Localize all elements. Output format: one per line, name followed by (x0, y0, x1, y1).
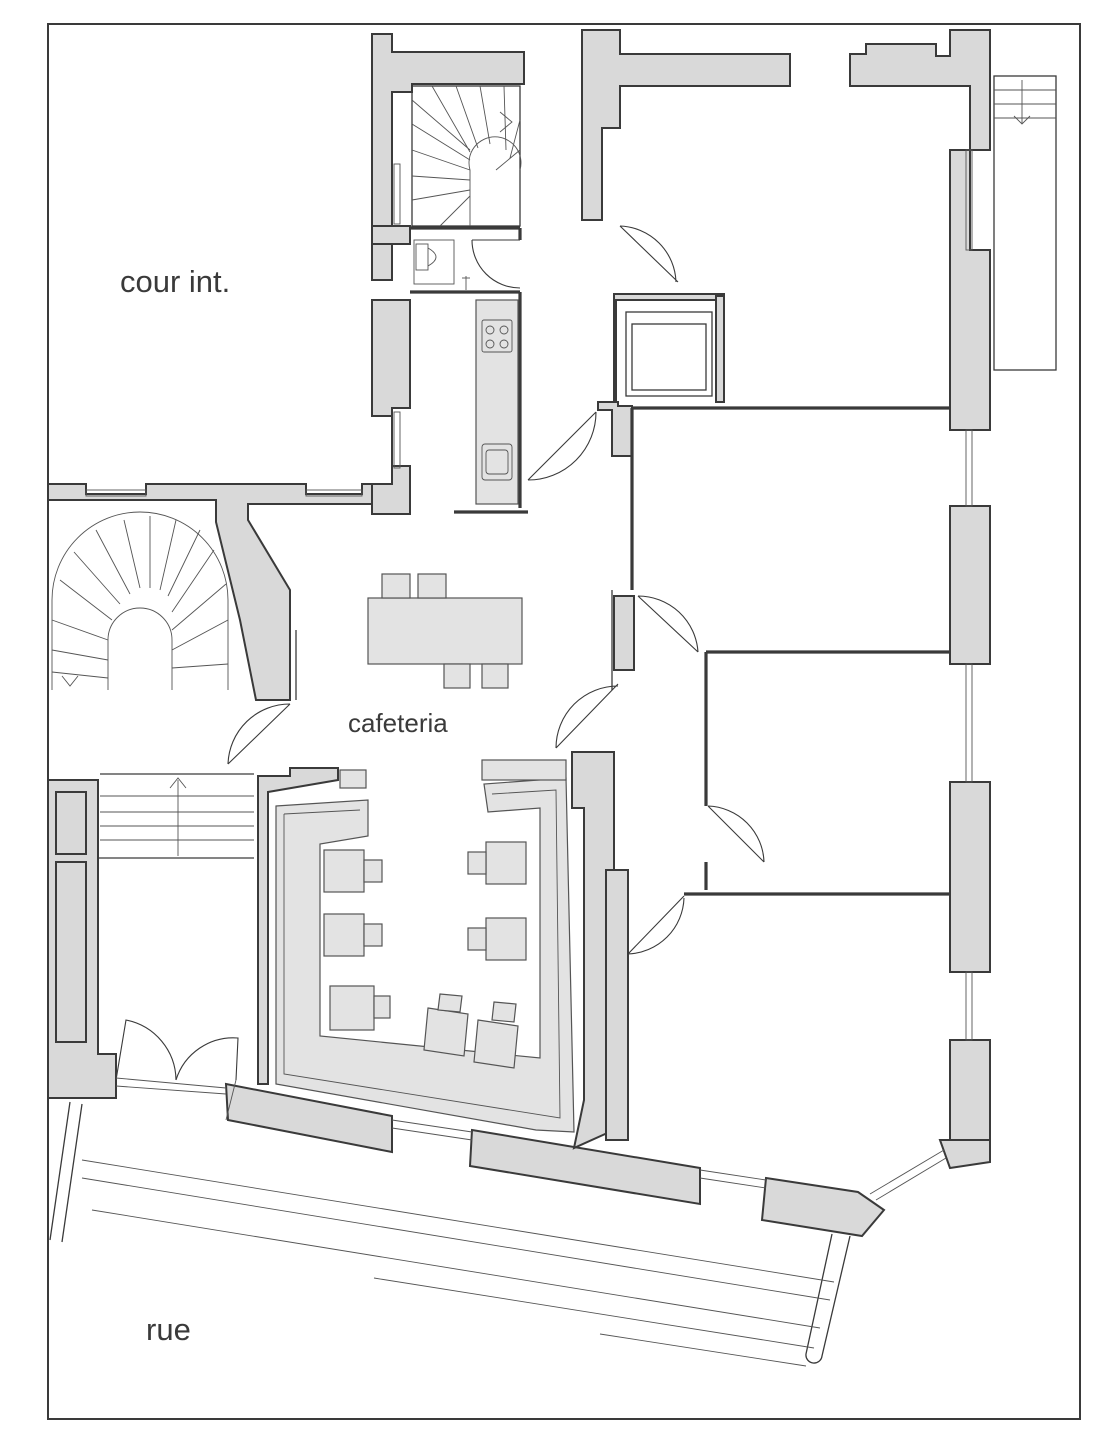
room-label-cafeteria: cafeteria (348, 708, 448, 738)
street-canopy (49, 1079, 851, 1367)
staircase-semicircular (51, 511, 229, 690)
cafe-tables (323, 841, 527, 1069)
partitions (98, 226, 950, 896)
staircase-exterior (993, 75, 1057, 371)
room-label-courtyard: cour int. (120, 264, 230, 299)
dining-table (367, 573, 523, 689)
cafeteria-counter (275, 759, 575, 1133)
doors (115, 225, 765, 1081)
walls (47, 29, 991, 1238)
wc (413, 239, 470, 290)
staircase-entrance (100, 777, 254, 856)
staircase-upper (411, 85, 522, 227)
room-label-street: rue (146, 1312, 191, 1347)
kitchen (475, 299, 519, 505)
drawing-frame (47, 23, 1081, 1420)
elevator (625, 311, 713, 397)
windows (85, 149, 973, 1201)
